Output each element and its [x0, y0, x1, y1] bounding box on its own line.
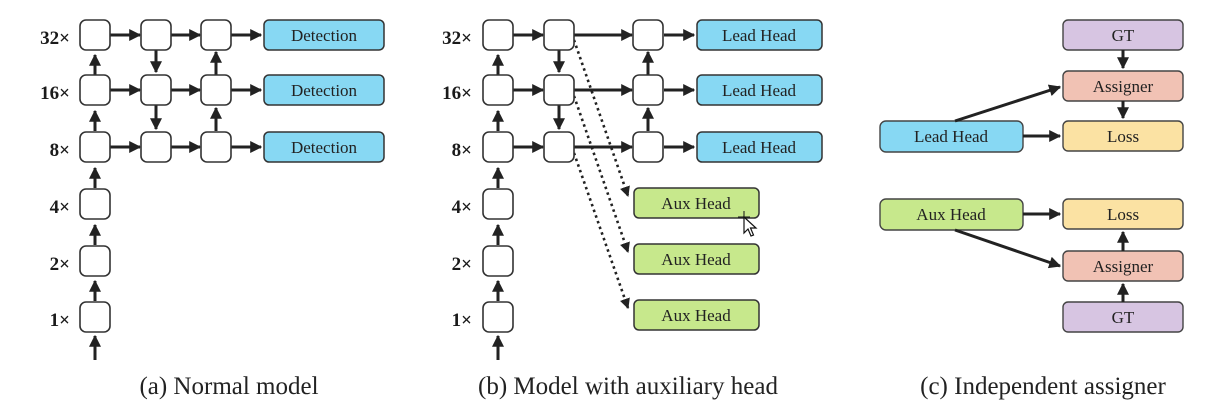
gt-label: GT — [1112, 26, 1135, 45]
feature-node — [79, 301, 111, 333]
feature-node — [140, 131, 172, 163]
feature-node — [200, 19, 232, 51]
assigner-label: Assigner — [1093, 77, 1154, 96]
feature-node — [482, 19, 514, 51]
feature-node — [200, 74, 232, 106]
head-to-assigner-arrow — [954, 228, 1062, 269]
lead-head-box: Lead Head — [879, 120, 1024, 153]
scale-label-16x: 16× — [40, 83, 70, 104]
feature-node — [79, 188, 111, 220]
assigner-box: Assigner — [1062, 70, 1184, 102]
lead-head-label: Lead Head — [722, 138, 797, 157]
detection-head: Detection — [263, 74, 385, 106]
lead-head: Lead Head — [696, 19, 823, 51]
lead-head: Lead Head — [696, 74, 823, 106]
feature-node — [482, 188, 514, 220]
caption-auxiliary-head: (b) Model with auxiliary head — [478, 373, 778, 400]
scale-label-8x: 8× — [452, 140, 472, 161]
aux-head-label: Aux Head — [661, 306, 731, 325]
scale-label-2x: 2× — [452, 254, 472, 275]
aux-head: Aux Head — [633, 243, 760, 275]
panel-normal-model: 32× 16× 8× 4× 2× 1× — [40, 19, 385, 400]
panel-auxiliary-head-model: 32× 16× 8× 4× 2× 1× — [442, 19, 823, 400]
feature-node — [632, 19, 664, 51]
aux-head-label: Aux Head — [661, 250, 731, 269]
head-to-assigner-arrow — [954, 84, 1062, 123]
caption-normal-model: (a) Normal model — [139, 373, 318, 400]
gt-box: GT — [1062, 19, 1184, 51]
loss-label: Loss — [1107, 127, 1139, 146]
feature-node — [79, 245, 111, 277]
lead-head-label: Lead Head — [722, 81, 797, 100]
feature-node — [632, 74, 664, 106]
feature-node — [632, 131, 664, 163]
scale-label-4x: 4× — [50, 197, 70, 218]
detection-head-label: Detection — [291, 138, 358, 157]
lead-head: Lead Head — [696, 131, 823, 163]
detection-head: Detection — [263, 19, 385, 51]
caption-independent-assigner: (c) Independent assigner — [920, 373, 1166, 400]
aux-head-box: Aux Head — [879, 198, 1024, 231]
scale-label-32x: 32× — [40, 28, 70, 49]
feature-node — [79, 19, 111, 51]
loss-box: Loss — [1062, 120, 1184, 152]
feature-node — [482, 131, 514, 163]
scale-label-8x: 8× — [50, 140, 70, 161]
feature-node — [140, 19, 172, 51]
feature-node — [200, 131, 232, 163]
assigner-label: Assigner — [1093, 257, 1154, 276]
scale-label-16x: 16× — [442, 83, 472, 104]
scale-label-4x: 4× — [452, 197, 472, 218]
detection-head: Detection — [263, 131, 385, 163]
feature-node — [79, 131, 111, 163]
feature-node — [482, 74, 514, 106]
gt-box: GT — [1062, 301, 1184, 333]
assigner-box: Assigner — [1062, 250, 1184, 282]
aux-head: Aux Head — [633, 299, 760, 331]
scale-label-32x: 32× — [442, 28, 472, 49]
lead-head-label: Lead Head — [914, 127, 989, 146]
feature-node — [543, 19, 575, 51]
gt-label: GT — [1112, 308, 1135, 327]
aux-connection — [572, 39, 630, 197]
scale-label-1x: 1× — [50, 310, 70, 331]
aux-head: Aux Head — [633, 187, 760, 219]
aux-head-label: Aux Head — [916, 205, 986, 224]
aux-head-label: Aux Head — [661, 194, 731, 213]
feature-node — [543, 131, 575, 163]
mouse-cursor-icon — [738, 211, 758, 237]
loss-box: Loss — [1062, 198, 1184, 230]
feature-node — [482, 301, 514, 333]
loss-label: Loss — [1107, 205, 1139, 224]
scale-label-1x: 1× — [452, 310, 472, 331]
feature-node — [79, 74, 111, 106]
feature-node — [543, 74, 575, 106]
feature-node — [140, 74, 172, 106]
scale-label-2x: 2× — [50, 254, 70, 275]
panel-independent-assigner: GT Assigner Lead Head Loss Aux Head Loss — [879, 19, 1184, 400]
detection-head-label: Detection — [291, 81, 358, 100]
lead-head-label: Lead Head — [722, 26, 797, 45]
feature-node — [482, 245, 514, 277]
detection-head-label: Detection — [291, 26, 358, 45]
